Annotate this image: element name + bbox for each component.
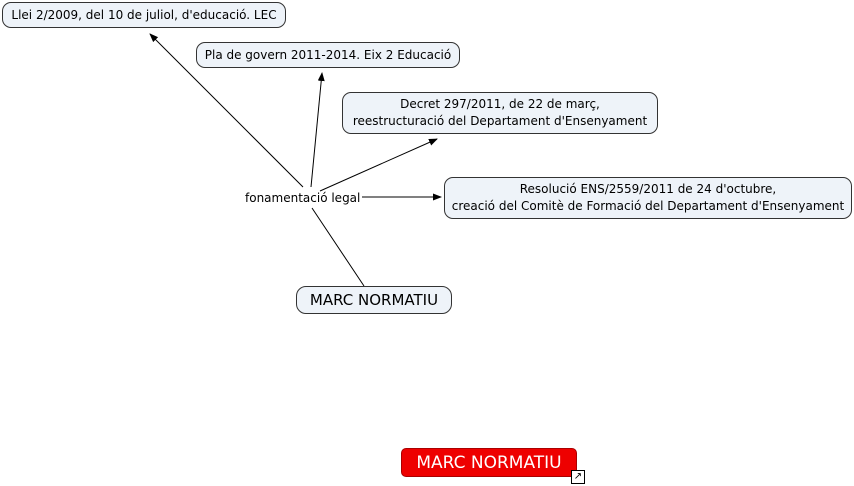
- edge-marc-to-linking: [311, 207, 365, 287]
- concept-pla-de-govern[interactable]: Pla de govern 2011-2014. Eix 2 Educació: [196, 42, 460, 68]
- concept-resolucio-ens-2559-2011[interactable]: Resolució ENS/2559/2011 de 24 d'octubre,…: [444, 177, 852, 219]
- external-link-arrow-icon: ↗: [573, 471, 583, 482]
- edge-linking-to-decret: [319, 138, 438, 192]
- concept-marc-normatiu[interactable]: MARC NORMATIU: [296, 286, 452, 314]
- concept-decret-297-2011[interactable]: Decret 297/2011, de 22 de març, reestruc…: [342, 92, 658, 134]
- edge-linking-to-pla: [310, 72, 325, 188]
- linking-phrase-fonamentacio-legal[interactable]: fonamentació legal: [245, 191, 361, 205]
- resource-link-icon[interactable]: ↗: [571, 470, 585, 484]
- concept-llei-2009[interactable]: Llei 2/2009, del 10 de juliol, d'educaci…: [2, 2, 286, 28]
- concept-marc-normatiu-highlight[interactable]: MARC NORMATIU: [401, 448, 577, 477]
